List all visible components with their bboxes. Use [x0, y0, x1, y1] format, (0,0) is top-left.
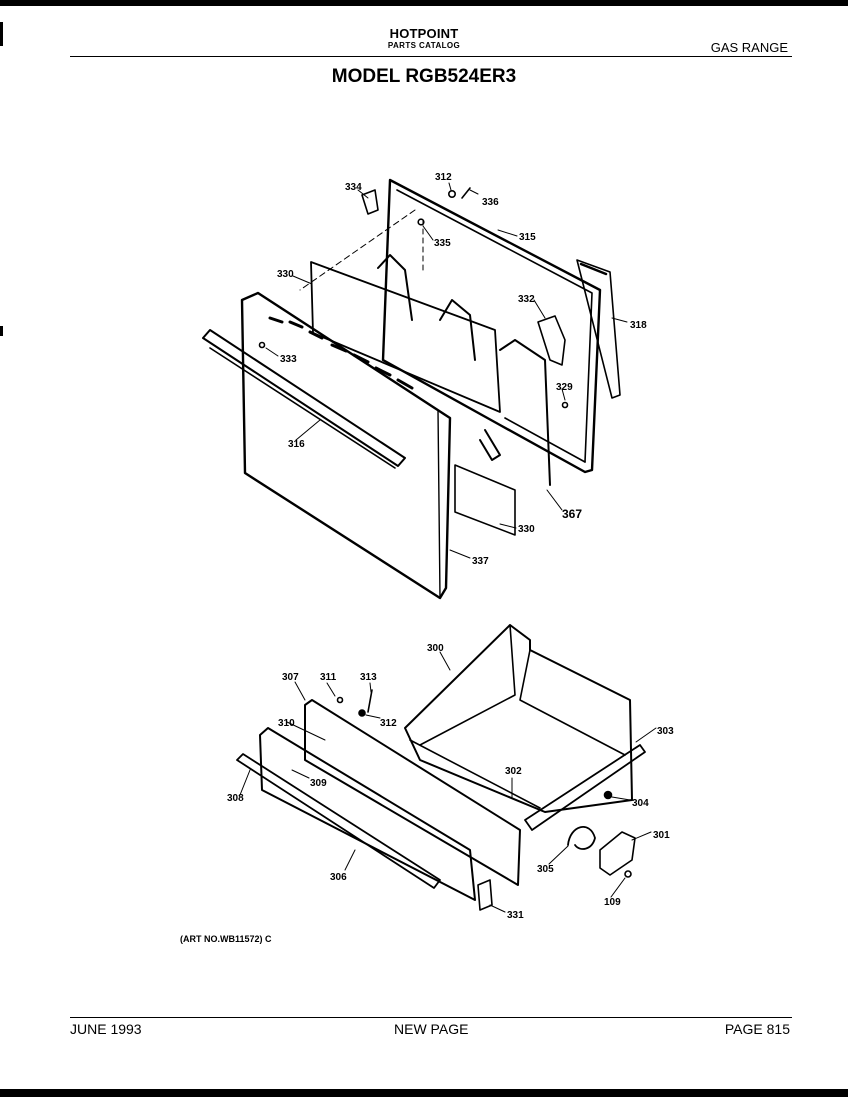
- callout-331: 331: [507, 910, 524, 921]
- product-category: GAS RANGE: [710, 40, 788, 55]
- callout-336: 336: [482, 197, 499, 208]
- callout-337: 337: [472, 556, 489, 567]
- screw-icon: [336, 696, 344, 704]
- nut-icon: [358, 709, 366, 717]
- callout-309: 309: [310, 778, 327, 789]
- drawer-stop-bracket: [599, 831, 636, 876]
- callout-318: 318: [630, 320, 647, 331]
- callout-334: 334: [345, 182, 362, 193]
- hinge-clip: [361, 189, 379, 215]
- callout-330: 330: [518, 524, 535, 535]
- callout-300: 300: [427, 643, 444, 654]
- callout-301: 301: [653, 830, 670, 841]
- callout-312: 312: [380, 718, 397, 729]
- door-glass-upper: [310, 261, 501, 413]
- scan-mark: [0, 22, 3, 46]
- footer-note: NEW PAGE: [394, 1021, 469, 1037]
- drawer-slide-rail: [524, 744, 646, 831]
- callout-333: 333: [280, 354, 297, 365]
- callout-308: 308: [227, 793, 244, 804]
- brand-header: HOTPOINT PARTS CATALOG: [0, 26, 848, 50]
- callout-302: 302: [505, 766, 522, 777]
- model-title: MODEL RGB524ER3: [331, 66, 517, 87]
- callout-310: 310: [278, 718, 295, 729]
- drawer-spring: [567, 826, 596, 850]
- callout-306: 306: [330, 872, 347, 883]
- door-glass-lower: [454, 464, 516, 536]
- callout-316: 316: [288, 439, 305, 450]
- drawer-front-panel: [259, 699, 521, 901]
- callout-313: 313: [360, 672, 377, 683]
- drawer-clip: [477, 879, 493, 911]
- screw-icon: [624, 870, 632, 878]
- outer-door-panel: [240, 291, 452, 600]
- callout-307: 307: [282, 672, 299, 683]
- callout-335: 335: [434, 238, 451, 249]
- bottom-scan-border: [0, 1089, 848, 1097]
- screw-icon: [258, 341, 266, 349]
- door-wire-supports: [377, 254, 551, 486]
- footer-page-number: PAGE 815: [724, 1021, 790, 1037]
- callout-305: 305: [537, 864, 554, 875]
- callout-109: 109: [604, 897, 621, 908]
- drawer-handle: [236, 753, 441, 889]
- brand-name: HOTPOINT: [389, 26, 459, 41]
- callout-330: 330: [277, 269, 294, 280]
- door-side-trim: [576, 259, 621, 399]
- footer-rule: [70, 1017, 792, 1018]
- inner-door-panel: [381, 178, 602, 474]
- catalog-subtitle: PARTS CATALOG: [387, 41, 461, 50]
- callout-312: 312: [435, 172, 452, 183]
- screw-icon: [447, 190, 456, 199]
- header-rule: [70, 56, 792, 57]
- callout-304: 304: [632, 798, 649, 809]
- callout-332: 332: [518, 294, 535, 305]
- screw-icon: [417, 218, 425, 226]
- screw-icon: [561, 401, 569, 409]
- bolt-icon: [367, 689, 373, 713]
- callout-311: 311: [320, 672, 337, 683]
- scan-mark: [0, 326, 3, 336]
- callout-367: 367: [562, 507, 582, 521]
- nut-icon: [603, 790, 613, 800]
- door-bracket: [537, 315, 566, 366]
- oven-door-handle: [202, 329, 406, 469]
- bolt-icon: [461, 187, 471, 199]
- top-scan-border: [0, 0, 848, 6]
- drawer-body: [404, 624, 633, 813]
- footer-date: JUNE 1993: [70, 1021, 142, 1037]
- callout-329: 329: [556, 382, 573, 393]
- callout-315: 315: [519, 232, 536, 243]
- callout-303: 303: [657, 726, 674, 737]
- art-number: (ART NO.WB11572) C: [180, 934, 272, 944]
